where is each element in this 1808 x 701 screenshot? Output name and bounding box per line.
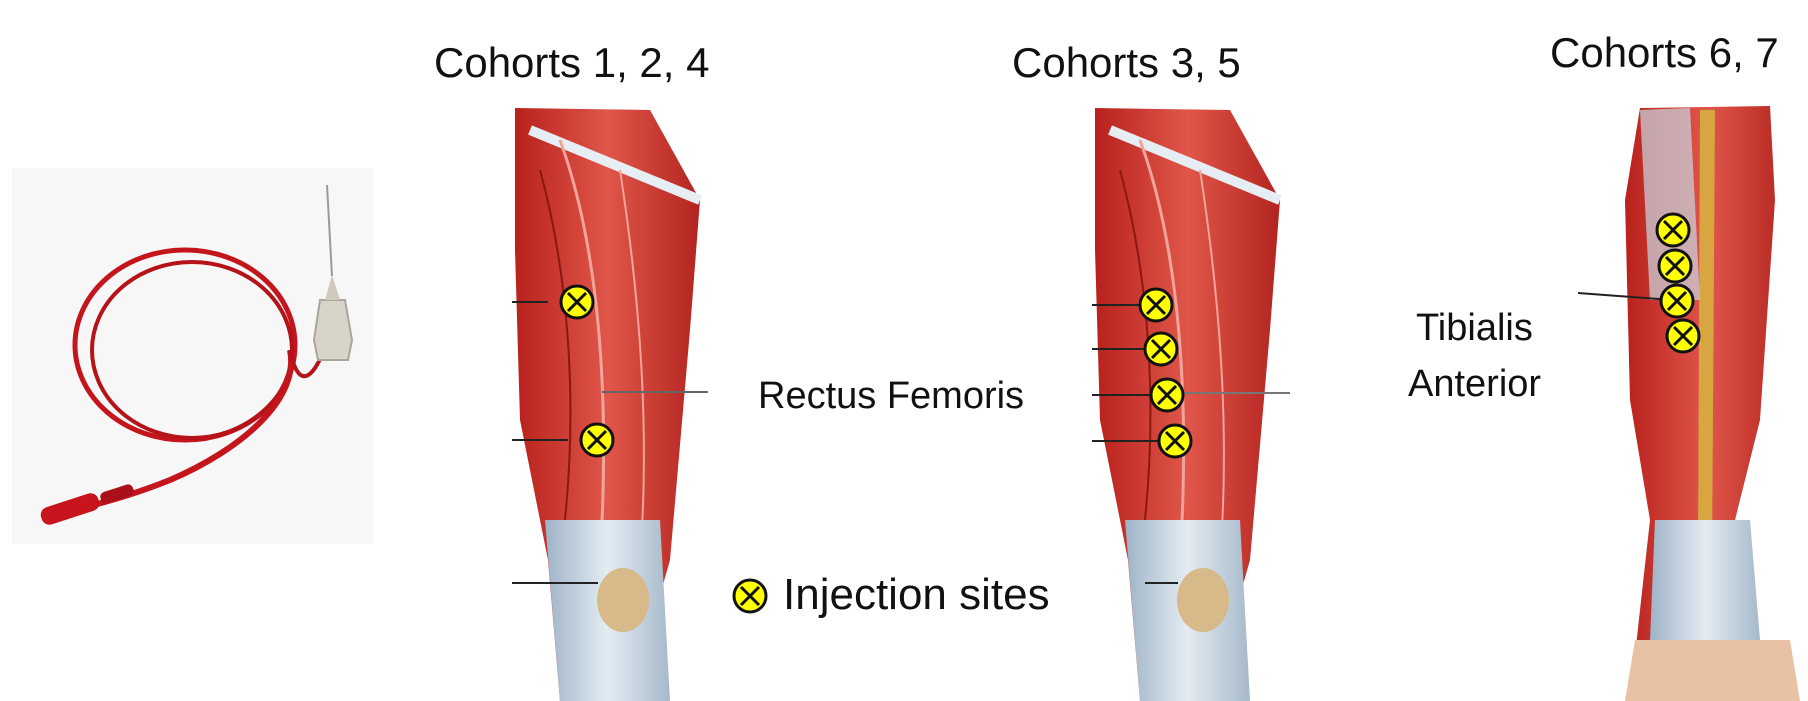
injection-site-marker-icon — [581, 424, 613, 456]
injection-site-marker-icon — [1159, 425, 1191, 457]
injection-site-marker-icon — [1661, 285, 1693, 317]
injection-site-marker-icon — [1667, 320, 1699, 352]
injection-site-marker-icon — [1657, 214, 1689, 246]
injection-site-marker-icon — [734, 580, 766, 612]
cohort-title-left: Cohorts 1, 2, 4 — [434, 42, 709, 84]
injection-site-marker-icon — [1659, 250, 1691, 282]
tibialis-label-line2: Anterior — [1408, 362, 1541, 407]
lower-leg-illustration — [1625, 106, 1800, 701]
needle-electrode-image — [12, 168, 374, 544]
injection-site-marker-icon — [1151, 379, 1183, 411]
thigh-illustration-left — [515, 108, 700, 701]
tibialis-label-line1: Tibialis — [1416, 306, 1533, 351]
injection-site-marker-icon — [1145, 333, 1177, 365]
legend-label: Injection sites — [783, 573, 1050, 617]
thigh-illustration-middle — [1095, 108, 1280, 701]
injection-site-marker-icon — [1140, 289, 1172, 321]
cohort-title-middle: Cohorts 3, 5 — [1012, 42, 1241, 84]
injection-site-marker-icon — [561, 286, 593, 318]
cohort-title-right: Cohorts 6, 7 — [1550, 32, 1779, 74]
rectus-femoris-label: Rectus Femoris — [758, 374, 1024, 419]
